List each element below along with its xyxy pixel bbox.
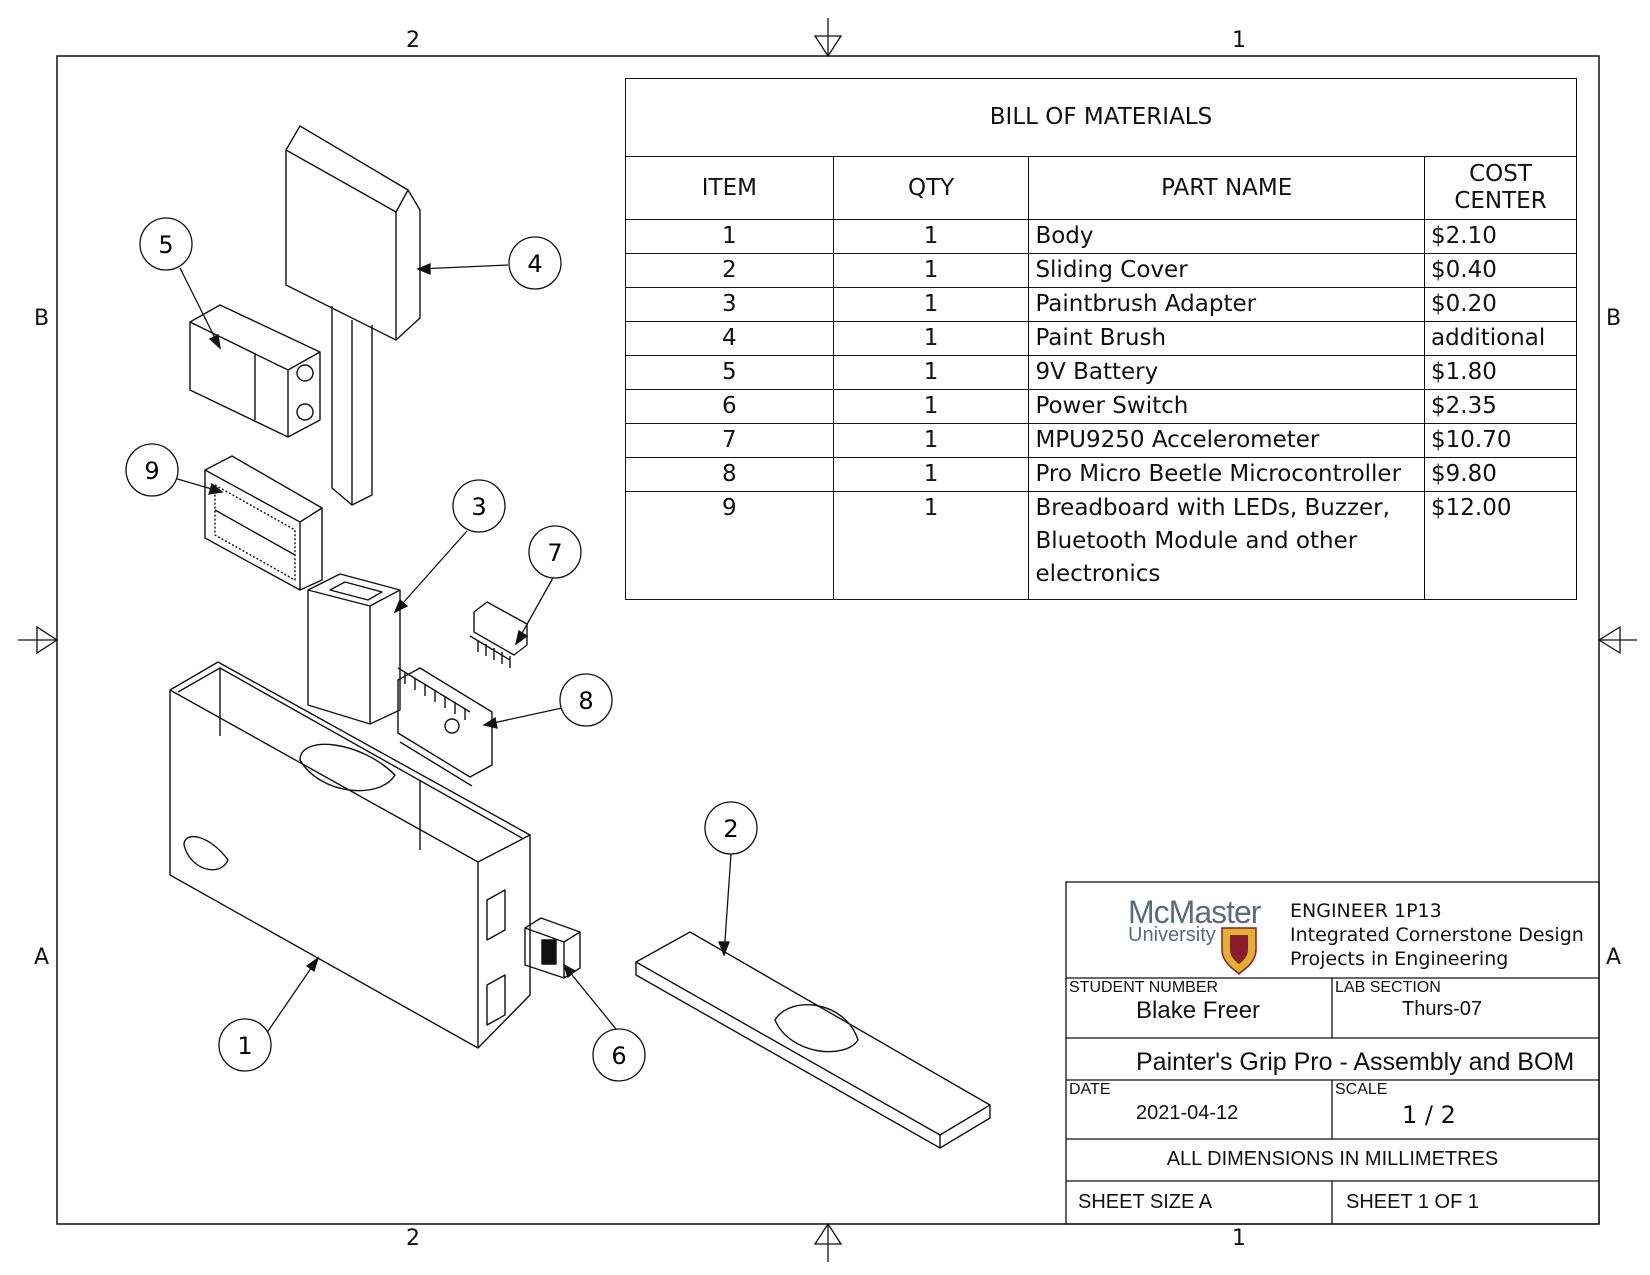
crest-icon	[1221, 927, 1257, 976]
zone-label-bottom-left: 2	[406, 1226, 420, 1251]
balloon-4: 4	[508, 236, 562, 290]
lab-section-label: LAB SECTION	[1335, 979, 1441, 996]
center-mark-top	[813, 18, 843, 58]
course-title-line1: Integrated Cornerstone Design	[1290, 924, 1584, 946]
part-breadboard	[204, 455, 323, 591]
part-power-switch	[524, 917, 581, 979]
university-logo-text: University	[1128, 924, 1216, 946]
balloon-9: 9	[125, 443, 179, 497]
zone-label-right-lower: A	[1606, 945, 1622, 970]
svg-text:3: 3	[471, 493, 486, 521]
sheet-number: SHEET 1 OF 1	[1346, 1191, 1480, 1213]
svg-text:6: 6	[611, 1042, 626, 1070]
bom-header-qty: QTY	[832, 156, 1030, 220]
zone-label-top-right: 1	[1232, 28, 1246, 53]
bom-header-item: ITEM	[625, 156, 834, 220]
zone-label-bottom-right: 1	[1232, 1226, 1246, 1251]
center-mark-bottom	[813, 1222, 843, 1262]
balloon-6: 6	[592, 1028, 646, 1082]
svg-text:9: 9	[144, 457, 159, 485]
bom-header-part-name: PART NAME	[1028, 156, 1426, 220]
balloon-7: 7	[528, 525, 582, 579]
student-number-label: STUDENT NUMBER	[1069, 979, 1219, 996]
part-9v-battery	[189, 304, 321, 438]
title-block-frame	[1065, 881, 1600, 1225]
balloon-5: 5	[139, 217, 193, 271]
student-number-value: Blake Freer	[1136, 997, 1261, 1024]
mcmaster-logo-text: McMaster	[1128, 894, 1261, 930]
sheet-size: SHEET SIZE A	[1078, 1191, 1213, 1213]
balloon-8: 8	[559, 673, 613, 727]
part-accelerometer	[469, 601, 528, 668]
part-paint-brush	[285, 125, 421, 506]
part-paintbrush-adapter	[307, 573, 401, 725]
dimensions-note: ALL DIMENSIONS IN MILLIMETRES	[1166, 1148, 1499, 1170]
drawing-title: Painter's Grip Pro - Assembly and BOM	[1136, 1048, 1575, 1076]
zone-label-left-lower: A	[34, 945, 50, 970]
zone-label-top-left: 2	[406, 28, 420, 53]
bom-title: BILL OF MATERIALS	[625, 78, 1577, 157]
balloon-2: 2	[704, 801, 758, 855]
title-block: McMaster University ENGINEER 1P13 Integr…	[1066, 882, 1599, 1224]
balloon-3: 3	[452, 479, 506, 533]
balloon-1: 1	[218, 1018, 272, 1072]
part-microcontroller	[397, 667, 493, 787]
svg-text:2: 2	[723, 815, 738, 843]
svg-text:1: 1	[237, 1032, 252, 1060]
scale-label: SCALE	[1335, 1081, 1388, 1098]
svg-text:5: 5	[158, 231, 173, 259]
svg-text:4: 4	[527, 250, 542, 278]
leader-lines	[173, 263, 732, 1035]
course-code: ENGINEER 1P13	[1290, 900, 1442, 922]
date-label: DATE	[1069, 1081, 1111, 1098]
course-title-line2: Projects in Engineering	[1290, 948, 1509, 970]
table-row: 9 1 Breadboard with LEDs, Buzzer,Bluetoo…	[625, 491, 1577, 600]
lab-section-value: Thurs-07	[1402, 998, 1483, 1020]
svg-text:7: 7	[547, 539, 562, 567]
svg-text:8: 8	[578, 687, 593, 715]
center-mark-left	[18, 625, 59, 655]
scale-value: 1 / 2	[1402, 1101, 1456, 1129]
zone-label-right-upper: B	[1606, 306, 1622, 331]
date-value: 2021-04-12	[1136, 1102, 1239, 1124]
center-mark-right	[1597, 625, 1637, 655]
part-sliding-cover	[635, 931, 991, 1149]
bill-of-materials-table: BILL OF MATERIALS ITEM QTY PART NAME COS…	[625, 78, 1577, 600]
zone-label-left-upper: B	[34, 306, 50, 331]
part-body	[169, 661, 531, 1049]
